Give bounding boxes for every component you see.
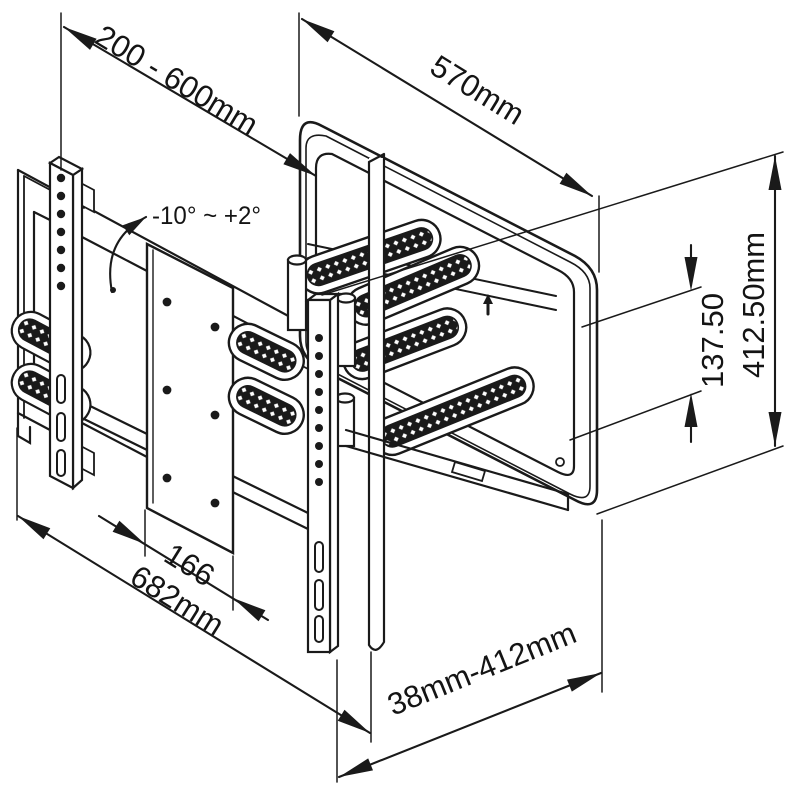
dim-label-tilt-range: -10° ~ +2° bbox=[152, 202, 261, 230]
dim-label-extension-range: 38mm-412mm bbox=[383, 615, 582, 722]
extension-lines bbox=[16, 12, 784, 783]
tilt-arc bbox=[109, 215, 148, 294]
tv-rail-left bbox=[47, 155, 95, 491]
tv-rail-center bbox=[304, 291, 342, 655]
dim-label-bracket-offset: 137.50 bbox=[695, 293, 730, 388]
adjustment-slot bbox=[450, 460, 487, 483]
vesa-adapter-plate bbox=[110, 242, 235, 555]
tilt-arrowhead bbox=[122, 217, 146, 236]
vesa-holes bbox=[162, 297, 220, 508]
dim-label-wall-plate-width: 570mm bbox=[424, 48, 530, 132]
dim-label-wall-plate-height: 412.50mm bbox=[736, 232, 771, 378]
dim-label-rail-span: 200 - 600mm bbox=[89, 18, 264, 142]
keyhole-arrow-icon bbox=[483, 294, 493, 316]
lower-support-arm bbox=[344, 294, 570, 512]
dimension-arrowheads bbox=[18, 19, 782, 777]
mount-hole bbox=[555, 457, 565, 467]
hinge-posts bbox=[286, 254, 357, 448]
wall-frame-front-pillar bbox=[367, 152, 386, 651]
